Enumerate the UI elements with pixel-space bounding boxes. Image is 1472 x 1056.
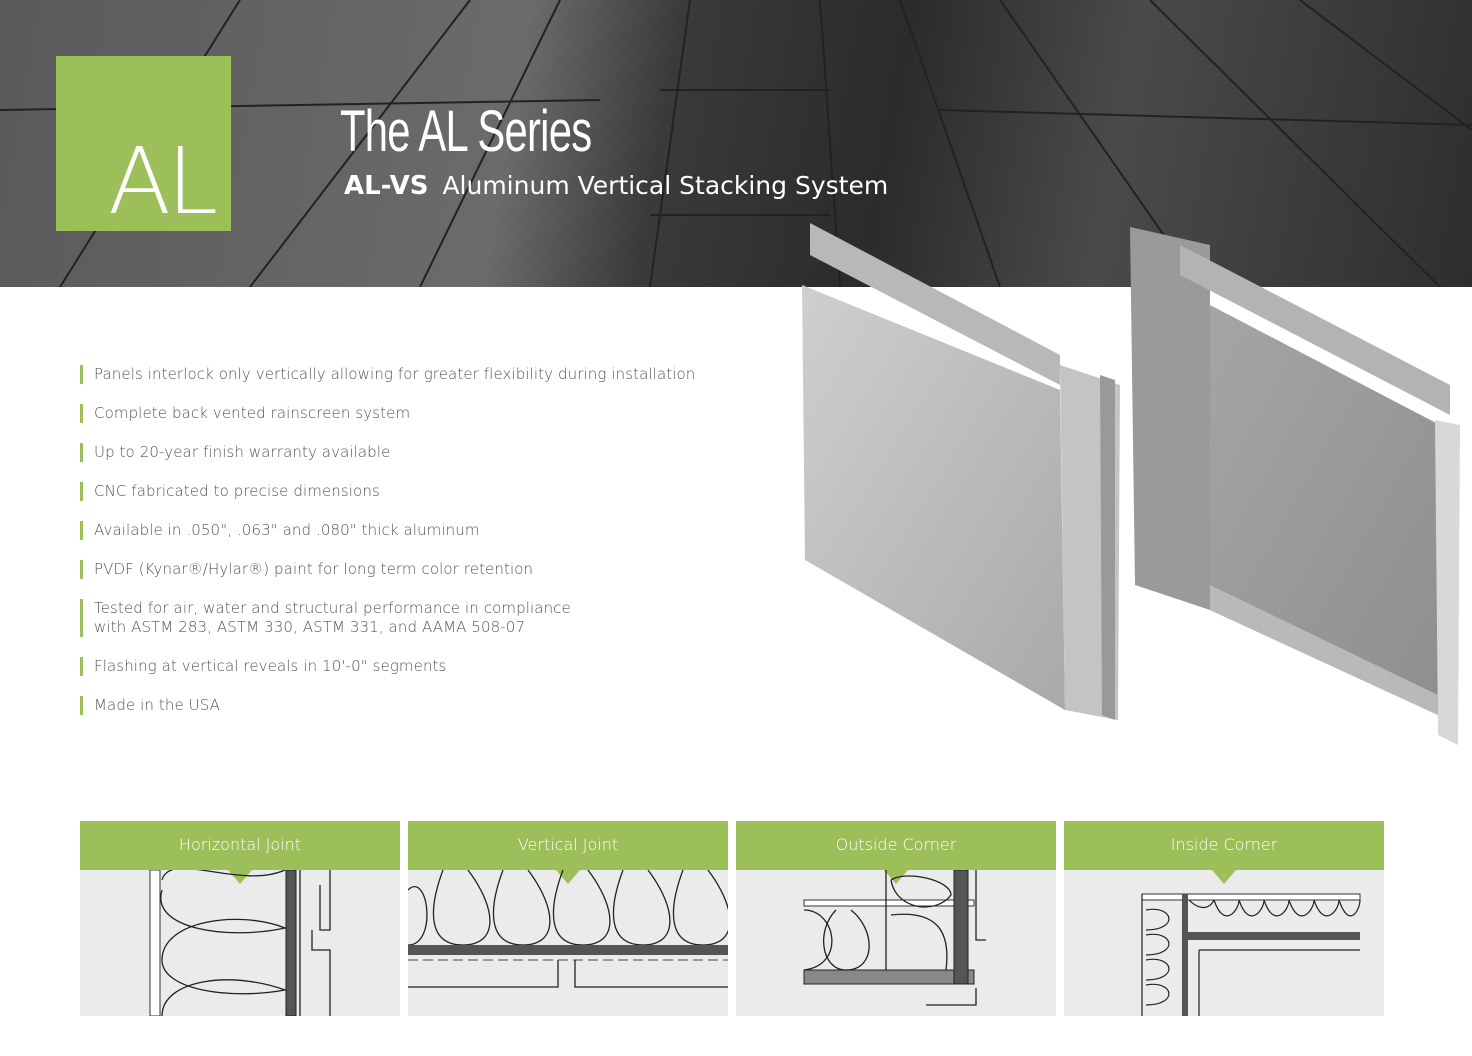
feature-item: Made in the USA [80,696,720,715]
feature-item: Complete back vented rainscreen system [80,404,720,423]
outside-corner-drawing [803,870,986,1006]
detail-label: Inside Corner [1064,821,1384,884]
panel-product-image [802,223,1460,745]
inside-corner-drawing [1141,893,1361,1016]
feature-item: Available in .050", .063" and .080" thic… [80,521,720,540]
detail-card-inside-corner: Inside Corner [1064,821,1384,1016]
detail-label: Outside Corner [736,821,1056,884]
hero-banner: AL The AL Series AL-VS Aluminum Vertical … [0,0,1472,287]
vertical-joint-drawing [408,870,728,988]
logo-text: AL [108,128,218,235]
detail-label: Vertical Joint [408,821,728,884]
feature-item: Up to 20-year finish warranty available [80,443,720,462]
series-logo: AL [56,56,231,235]
feature-list: Panels interlock only vertically allowin… [80,365,720,735]
feature-item: PVDF (Kynar®/Hylar®) paint for long term… [80,560,720,579]
product-name: Aluminum Vertical Stacking System [442,171,889,200]
detail-card-horizontal-joint: Horizontal Joint [80,821,400,1016]
detail-label: Horizontal Joint [80,821,400,884]
feature-item: Flashing at vertical reveals in 10'-0" s… [80,657,720,676]
horizontal-joint-drawing [149,870,331,1016]
page-title: The AL Series [340,99,592,164]
feature-item: Panels interlock only vertically allowin… [80,365,720,384]
detail-card-vertical-joint: Vertical Joint [408,821,728,1016]
detail-card-outside-corner: Outside Corner [736,821,1056,1016]
feature-item: Tested for air, water and structural per… [80,599,600,637]
feature-item: CNC fabricated to precise dimensions [80,482,720,501]
page-subtitle: AL-VS Aluminum Vertical Stacking System [344,171,888,201]
product-code: AL-VS [344,171,429,201]
